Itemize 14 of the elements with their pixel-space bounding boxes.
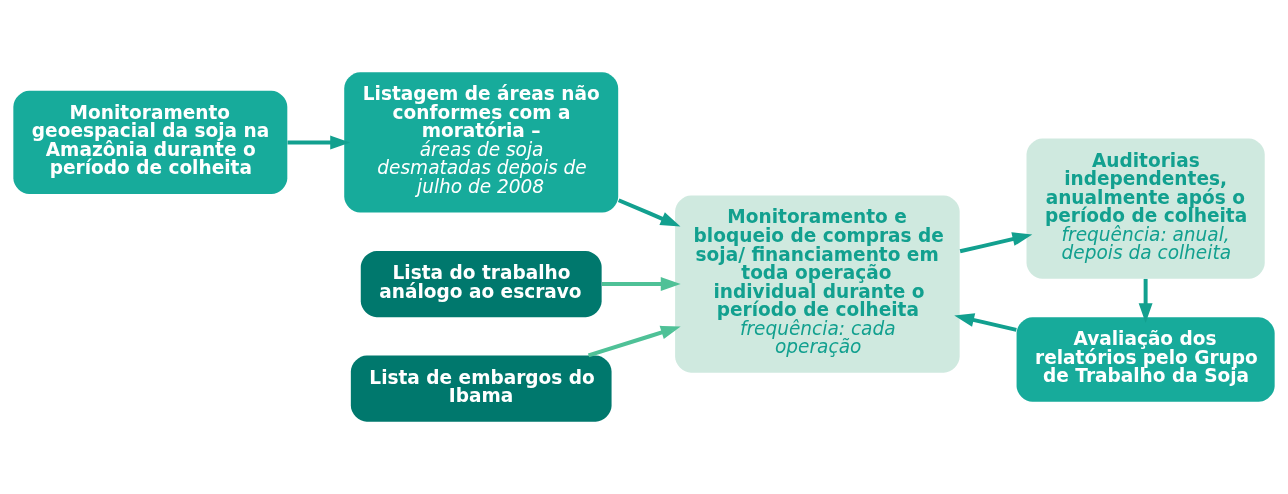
arrow	[954, 313, 1017, 332]
node-box: Lista do trabalho análogo ao escravo	[360, 250, 602, 318]
arrow	[287, 135, 351, 150]
arrow	[602, 277, 681, 292]
node-box: Listagem de áreas não conformes com a moratória – áreas de soja desmatadas depois de julho de 2008	[344, 72, 619, 213]
arrow	[1138, 278, 1153, 324]
node-box: Monitoramento e bloqueio de compras de soja/ financiamento em toda operação individual durante o período de colheita frequência: cada operação	[675, 195, 960, 373]
node-box: Lista de embargos do Ibama	[350, 355, 612, 422]
arrow	[587, 325, 681, 358]
arrow	[959, 232, 1033, 254]
arrow	[617, 198, 681, 227]
node-box: Auditorias independentes, anualmente após o período de colheita frequência: anual, depois da colheita	[1026, 138, 1265, 279]
node-box: Monitoramento geoespacial da soja na Amazônia durante o período de colheita	[13, 90, 288, 195]
node-box: Avaliação dos relatórios pelo Grupo de Trabalho da Soja	[1016, 317, 1275, 402]
